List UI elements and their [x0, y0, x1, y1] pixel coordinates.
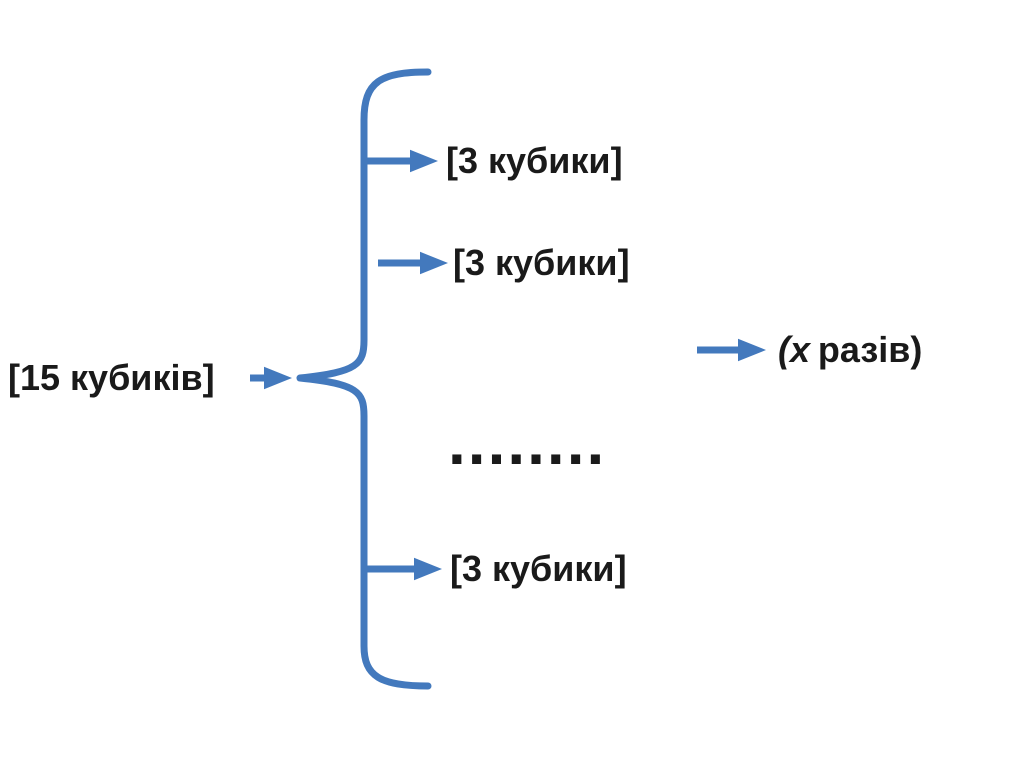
- times-label-variable: (x: [778, 329, 811, 371]
- curly-brace-shape: [296, 68, 432, 690]
- group-item-1-label: [3 кубики]: [446, 140, 623, 182]
- times-label-text: разів): [817, 329, 923, 371]
- source-label: [15 кубиків]: [8, 357, 215, 399]
- group-item-2-label: [3 кубики]: [453, 242, 630, 284]
- group-item-3-label: [3 кубики]: [450, 548, 627, 590]
- ellipsis-dots: ........: [448, 406, 607, 478]
